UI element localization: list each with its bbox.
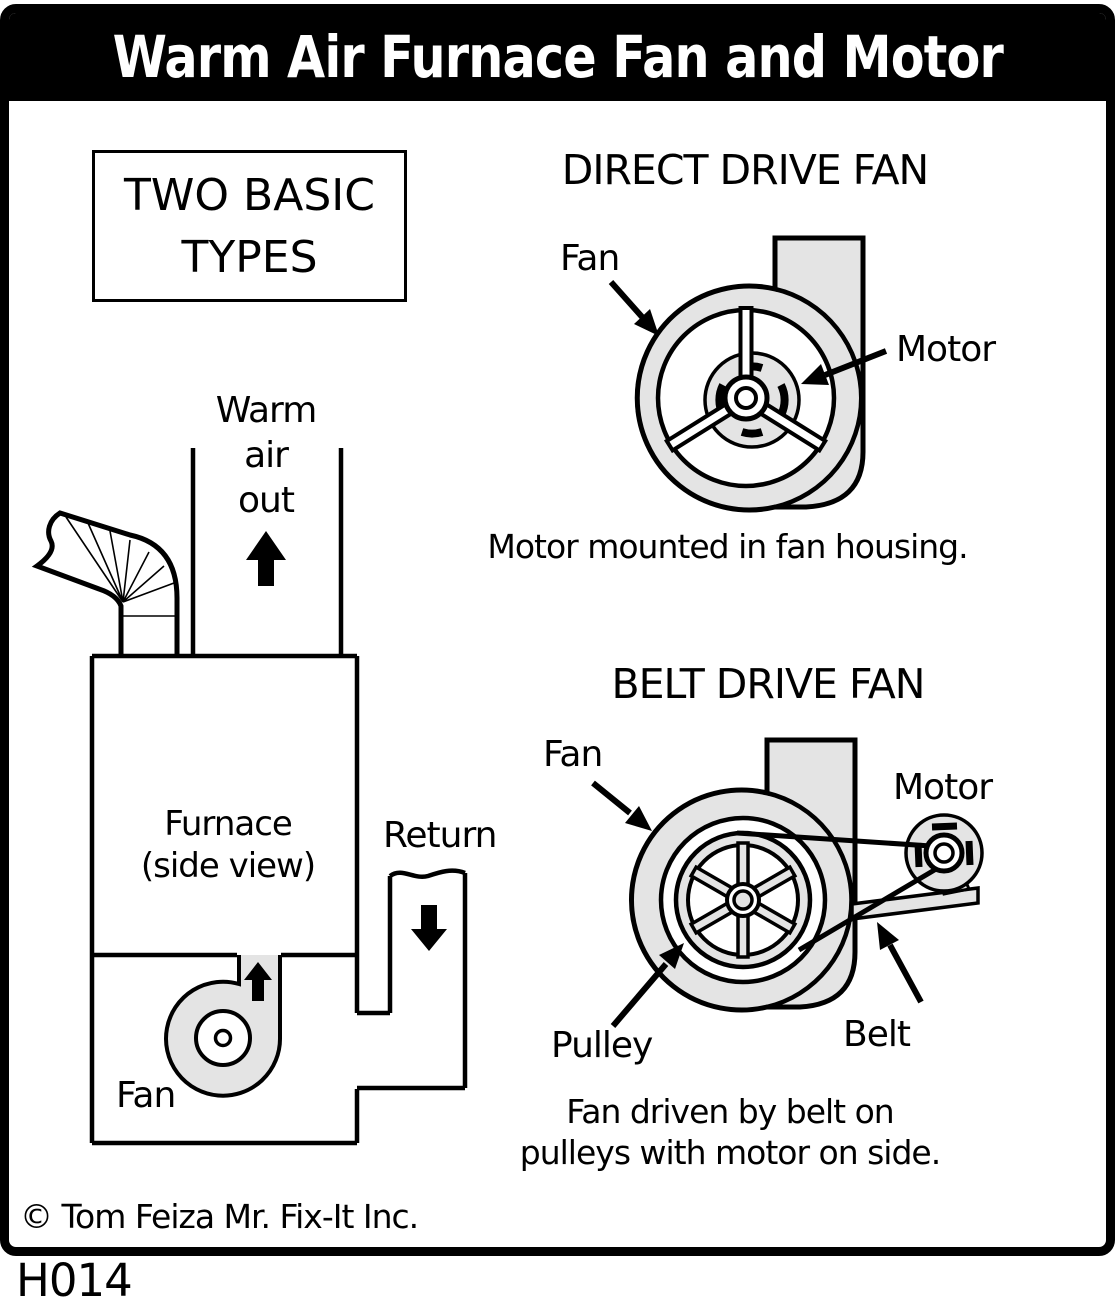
warm-air-line3: out <box>238 480 295 521</box>
warm-air-out-label: Warm air out <box>186 388 346 523</box>
flue-elbow-segments <box>65 516 177 617</box>
belt-motor-label: Motor <box>893 767 993 808</box>
belt-caption-line1: Fan driven by belt on <box>566 1092 894 1131</box>
direct-motor-pointer-arrow <box>801 348 888 385</box>
blower-outlet-up-arrow <box>244 962 272 1001</box>
warm-air-line1: Warm <box>215 390 318 431</box>
pulley-label: Pulley <box>551 1025 653 1066</box>
belt-caption: Fan driven by belt on pulleys with motor… <box>455 1091 1005 1173</box>
belt-drive-fan <box>628 737 984 1013</box>
direct-fan-pointer-arrow <box>608 280 659 336</box>
belt-fan-pointer-arrow <box>591 780 652 831</box>
belt-caption-line2: pulleys with motor on side. <box>519 1133 941 1172</box>
warm-air-up-arrow <box>246 531 286 586</box>
direct-motor-label: Motor <box>896 329 996 370</box>
furnace-fan-label: Fan <box>116 1075 176 1116</box>
direct-caption: Motor mounted in fan housing. <box>487 527 968 566</box>
drive-belt <box>736 830 950 953</box>
types-line1: TWO BASIC <box>124 170 375 221</box>
return-label: Return <box>383 815 497 856</box>
copyright-text: © Tom Feiza Mr. Fix-It Inc. <box>20 1197 419 1236</box>
direct-fan-label: Fan <box>560 238 620 279</box>
belt-fan-label: Fan <box>543 734 603 775</box>
warm-air-duct <box>190 448 344 656</box>
warm-air-line2: air <box>244 435 289 476</box>
direct-drive-heading: DIRECT DRIVE FAN <box>561 146 929 194</box>
return-duct <box>357 868 468 1091</box>
furnace-cabinet <box>89 653 360 1146</box>
return-down-arrow <box>411 905 447 951</box>
furnace-blower <box>164 955 283 1098</box>
furnace-label-line2: (side view) <box>140 846 316 886</box>
furnace-label-line1: Furnace <box>164 804 293 844</box>
types-line2: TYPES <box>181 232 318 283</box>
diagram-code: H014 <box>16 1254 133 1307</box>
title-bar: Warm Air Furnace Fan and Motor <box>9 13 1106 101</box>
belt-label: Belt <box>843 1014 911 1055</box>
motor-mount-bracket <box>850 886 980 921</box>
belt-drive-heading: BELT DRIVE FAN <box>611 660 926 708</box>
two-basic-types-box: TWO BASIC TYPES <box>92 150 407 302</box>
flue-pipe <box>31 510 180 656</box>
direct-drive-fan <box>634 235 866 513</box>
belt-pointer-arrow <box>877 922 924 1004</box>
pulley-pointer-arrow <box>610 943 684 1028</box>
furnace-label: Furnace (side view) <box>103 803 353 887</box>
page-title: Warm Air Furnace Fan and Motor <box>112 23 1003 91</box>
